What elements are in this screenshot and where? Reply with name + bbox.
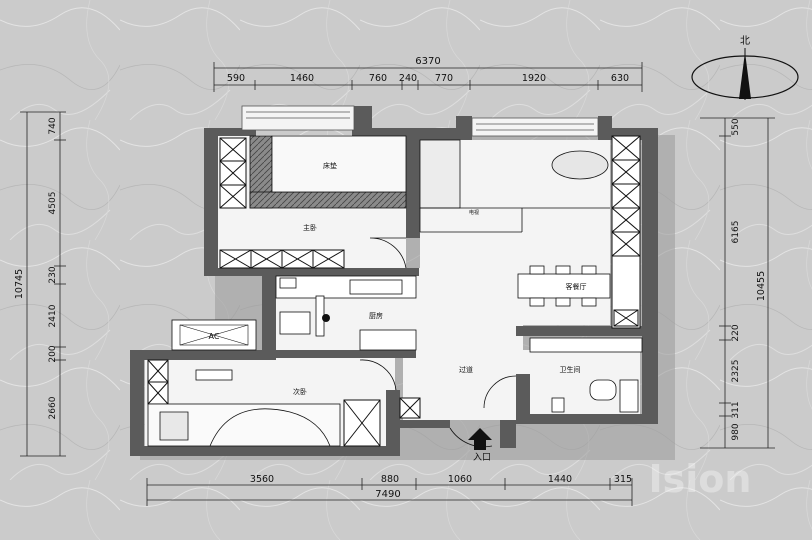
master-bedroom-door [369, 237, 407, 269]
right-dimension-lines [700, 117, 775, 449]
bathroom-fixtures [529, 337, 643, 413]
left-seg-6: 2660 [48, 396, 58, 419]
top-seg-4: 240 [399, 73, 417, 84]
wardrobes [147, 135, 641, 447]
right-seg-2: 6165 [731, 221, 741, 244]
top-seg-2: 1460 [290, 73, 314, 84]
bottom-seg-1: 3560 [250, 474, 274, 485]
entrance-label: 入口 [473, 452, 491, 463]
living-dining-label: 客餐厅 [566, 282, 587, 291]
round-rug [551, 150, 609, 180]
right-segment-labels: 550 6165 220 2325 311 980 [731, 118, 741, 440]
top-seg-3: 760 [369, 73, 387, 84]
entrance-arrow-icon [468, 428, 492, 450]
bottom-seg-4: 1440 [548, 474, 572, 485]
right-seg-5: 311 [731, 401, 741, 418]
left-total-dimension: 10745 [14, 269, 25, 299]
bottom-segment-labels: 3560 880 1060 1440 315 [250, 474, 632, 485]
ac-unit [171, 319, 257, 351]
right-total-dimension: 10455 [756, 271, 767, 301]
master-bed [249, 135, 407, 209]
second-bedroom-desk [195, 369, 233, 381]
top-segment-labels: 590 1460 760 240 770 1920 630 [227, 73, 629, 84]
second-bedroom-label: 次卧 [293, 387, 307, 396]
left-seg-5: 200 [48, 345, 58, 362]
compass-north-label: 北 [740, 35, 750, 47]
second-bedroom-bed [147, 403, 341, 447]
left-seg-2: 4505 [48, 192, 58, 215]
bottom-dimension-lines [146, 478, 633, 506]
right-seg-4: 2325 [731, 360, 741, 383]
kitchen-counters [275, 275, 417, 351]
left-seg-4: 2410 [48, 304, 58, 327]
bathroom-label: 卫生间 [560, 365, 581, 374]
watermark: Ision [649, 457, 752, 501]
walls [130, 106, 658, 456]
bottom-seg-3: 1060 [448, 474, 472, 485]
tv-label: 电视 [469, 209, 479, 216]
left-seg-3: 230 [48, 266, 58, 283]
tv-cabinet [419, 139, 610, 233]
ac-label: AC [209, 332, 220, 341]
north-compass [691, 48, 799, 100]
master-bedroom-label: 主卧 [303, 223, 317, 232]
kitchen-stove-icon [322, 314, 330, 322]
left-segment-labels: 740 4505 230 2410 200 2660 [48, 117, 58, 419]
right-seg-3: 220 [731, 324, 741, 341]
left-dimension-lines [20, 111, 66, 457]
top-seg-6: 1920 [522, 73, 546, 84]
top-seg-7: 630 [611, 73, 629, 84]
bottom-seg-5: 315 [614, 474, 632, 485]
bathroom-door [483, 375, 517, 409]
right-seg-6: 980 [731, 423, 741, 440]
right-seg-1: 550 [731, 118, 741, 135]
second-bedroom-door [359, 359, 397, 391]
bottom-total-dimension: 7490 [375, 489, 400, 500]
dining-set [517, 265, 611, 307]
top-seg-1: 590 [227, 73, 245, 84]
window-lines [246, 111, 594, 131]
top-seg-5: 770 [435, 73, 453, 84]
bottom-seg-2: 880 [381, 474, 399, 485]
top-total-dimension: 6370 [415, 56, 440, 67]
bed-label: 床垫 [323, 161, 337, 170]
left-seg-1: 740 [48, 117, 58, 134]
top-dimension-lines [213, 62, 643, 92]
hallway-label: 过道 [459, 365, 473, 374]
kitchen-label: 厨房 [369, 311, 383, 320]
entrance-door [449, 427, 493, 448]
